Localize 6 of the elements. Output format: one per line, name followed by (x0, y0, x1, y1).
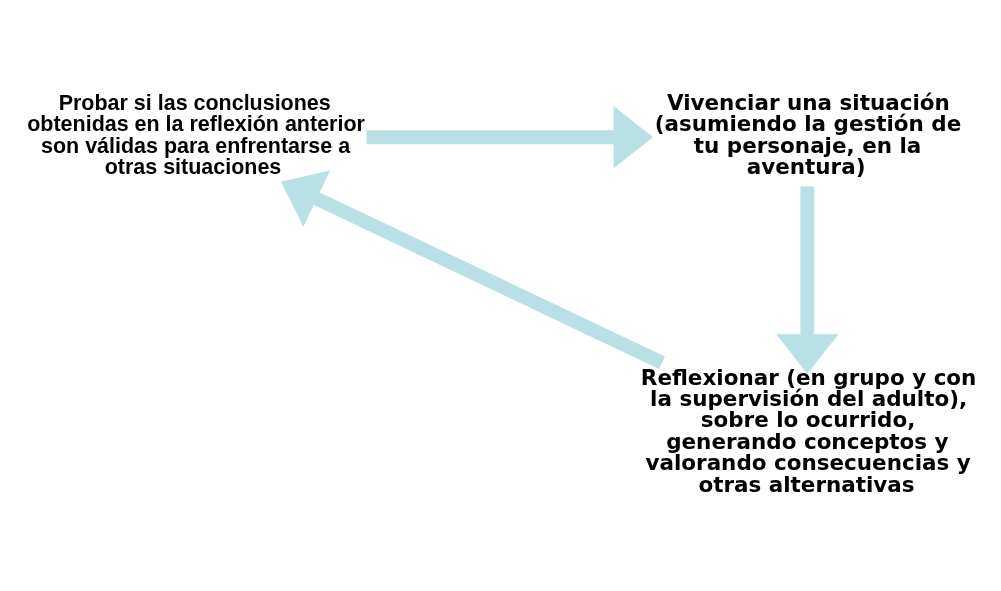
node-text: Probar si las conclusiones obtenidas en la reflexión anterior son válidas para enfrentarse a otras situaciones (27, 90, 365, 179)
node-text: Vivenciar una situación (asumiendo la gestión de tu personaje, en la aventura) (654, 89, 962, 179)
arrow (776, 186, 839, 374)
node-text: Reflexionar (en grupo y con la supervisión del adulto), sobre lo ocurrido, generando conceptos y valorando consecuencias y otras alternativas (640, 364, 977, 497)
arrow (281, 170, 665, 369)
arrow (366, 105, 654, 168)
